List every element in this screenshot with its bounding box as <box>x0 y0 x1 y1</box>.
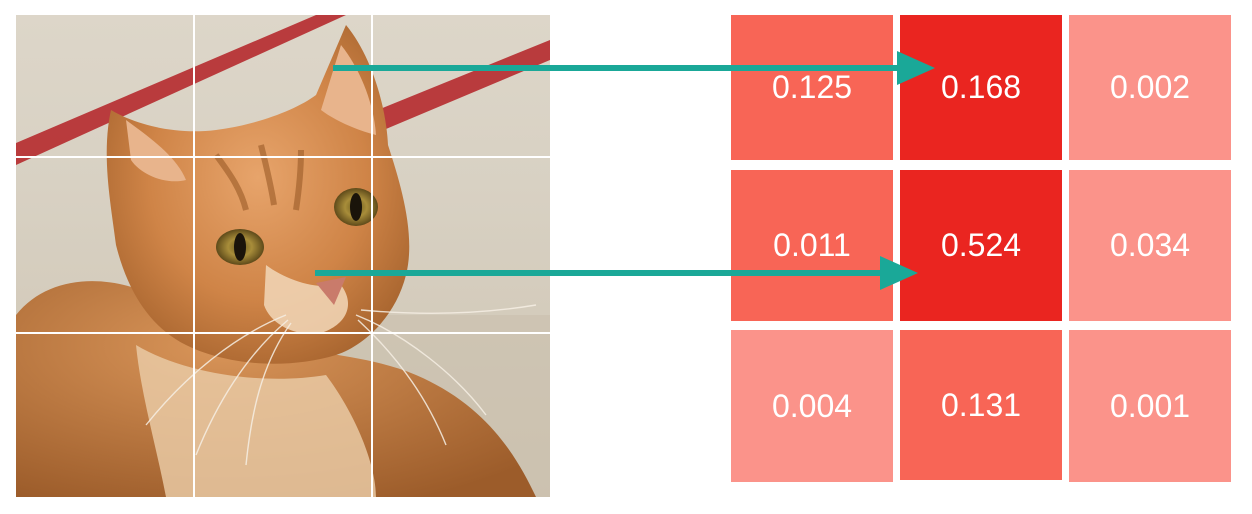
attention-value: 0.524 <box>940 227 1022 263</box>
attention-cell-r0-c2: 0.002 <box>1069 15 1231 160</box>
attention-cell-r1-c2: 0.034 <box>1069 170 1231 321</box>
attention-value: 0.004 <box>771 387 853 424</box>
attention-value: 0.131 <box>940 386 1022 423</box>
patch-grid-line-horizontal-2 <box>16 332 550 334</box>
attention-cell-r0-c0: 0.125 <box>731 15 893 160</box>
attention-cell-r2-c2: 0.001 <box>1069 330 1231 482</box>
patch-grid-line-horizontal-1 <box>16 156 550 158</box>
attention-cell-r1-c1: 0.524 <box>900 170 1062 321</box>
patch-grid-line-vertical-1 <box>193 15 195 497</box>
cat-illustration <box>16 15 550 497</box>
attention-value: 0.034 <box>1109 227 1191 263</box>
attention-value: 0.011 <box>773 227 851 263</box>
attention-cell-r0-c1: 0.168 <box>900 15 1062 160</box>
attention-value: 0.125 <box>771 69 853 105</box>
attention-cell-r2-c0: 0.004 <box>731 330 893 482</box>
attention-cell-r2-c1: 0.131 <box>900 330 1062 480</box>
attention-value: 0.001 <box>1109 387 1191 424</box>
attention-value: 0.168 <box>940 69 1022 105</box>
attention-cell-r1-c0: 0.011 <box>731 170 893 321</box>
cat-photo <box>16 15 550 497</box>
attention-value: 0.002 <box>1109 69 1191 105</box>
patch-grid-line-vertical-2 <box>371 15 373 497</box>
